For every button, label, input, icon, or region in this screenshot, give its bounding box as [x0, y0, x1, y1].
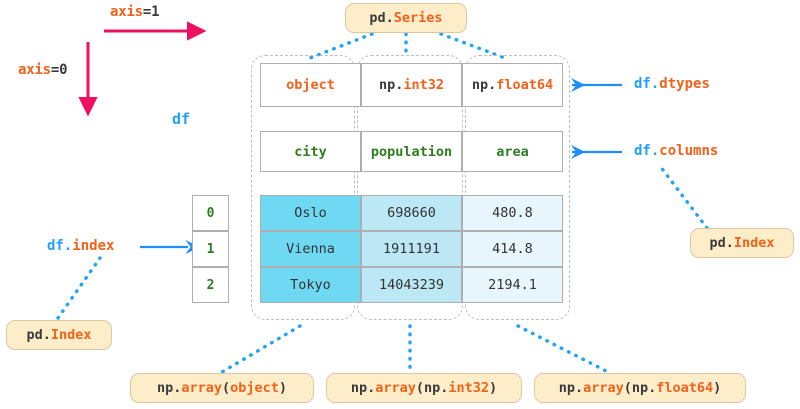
index-tag-connector-left [56, 256, 102, 320]
data-cell-r0c2: 480.8 [462, 195, 563, 231]
df-columns-label: df.columns [634, 143, 719, 159]
pd-index-tag-left[interactable]: pd.Index [6, 320, 112, 350]
df-index-label: df.index [47, 238, 115, 254]
column-group-population [357, 55, 463, 320]
dtype-cell-population: np.int32 [361, 63, 462, 107]
data-cell-r1c1: 1911191 [361, 231, 462, 267]
column-group-city [251, 55, 355, 320]
column-header-area: area [462, 131, 563, 172]
data-cell-r1c0: Vienna [260, 231, 361, 267]
data-cell-r2c1: 14043239 [361, 267, 462, 303]
np-array-tag-object[interactable]: np.array(object) [130, 373, 314, 403]
index-cell-2: 2 [192, 267, 229, 303]
column-header-city: city [260, 131, 361, 172]
df-label: df [172, 110, 191, 128]
index-cell-1: 1 [192, 231, 229, 267]
data-cell-r0c1: 698660 [361, 195, 462, 231]
dtype-cell-city: object [260, 63, 361, 107]
np-array-tag-int32[interactable]: np.array(np.int32) [326, 373, 522, 403]
data-cell-r2c2: 2194.1 [462, 267, 563, 303]
pd-series-tag[interactable]: pd.Series [345, 3, 467, 33]
pd-index-tag-right[interactable]: pd.Index [690, 228, 794, 258]
axis1-label: axis=1 [110, 4, 160, 20]
dtype-cell-area: np.float64 [462, 63, 563, 107]
array-connector-2 [516, 324, 610, 374]
data-cell-r2c0: Tokyo [260, 267, 361, 303]
index-tag-connector-right [658, 164, 709, 230]
df-dtypes-label: df.dtypes [634, 76, 710, 92]
data-cell-r1c2: 414.8 [462, 231, 563, 267]
column-group-area [465, 55, 570, 320]
array-connector-0 [220, 324, 302, 374]
np-array-tag-float64[interactable]: np.array(np.float64) [534, 373, 746, 403]
index-cell-0: 0 [192, 195, 229, 231]
axis0-label: axis=0 [18, 62, 68, 78]
data-cell-r0c0: Oslo [260, 195, 361, 231]
column-header-population: population [361, 131, 462, 172]
